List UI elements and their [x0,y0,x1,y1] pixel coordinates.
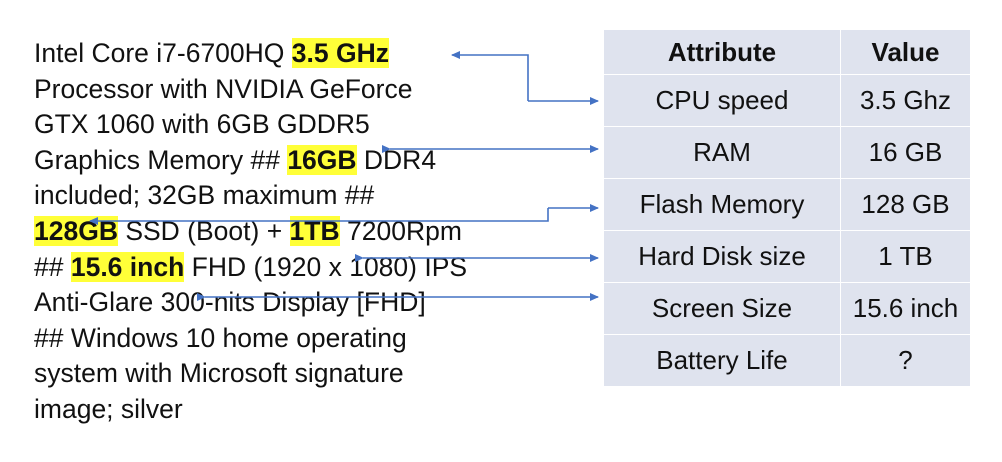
description-line: image; silver [34,392,534,428]
description-text: Processor with NVIDIA GeForce [34,73,413,104]
description-line: ## 15.6 inch FHD (1920 x 1080) IPS [34,250,534,286]
description-line: Processor with NVIDIA GeForce [34,72,534,108]
table-header-row: Attribute Value [603,29,971,75]
value-cell: 128 GB [840,178,971,231]
description-text: FHD (1920 x 1080) IPS [184,251,468,282]
description-text: Intel Core i7-6700HQ [34,38,292,68]
description-text: DDR4 [356,144,437,175]
description-text: SSD (Boot) + [117,215,290,246]
highlighted-value: 3.5 GHz [291,38,389,68]
table-row: Battery Life? [603,334,971,387]
highlighted-value: 1TB [289,215,340,246]
highlighted-value: 15.6 inch [70,251,185,282]
description-text: image; silver [34,393,183,424]
attribute-cell: Battery Life [603,334,841,387]
description-line: Intel Core i7-6700HQ 3.5 GHz [34,36,534,72]
description-text: 7200Rpm [339,215,462,246]
description-line: GTX 1060 with 6GB GDDR5 [34,107,534,143]
description-text: GTX 1060 with 6GB GDDR5 [34,109,370,140]
attribute-cell: Flash Memory [603,178,841,231]
description-line: system with Microsoft signature [34,356,534,392]
description-line: included; 32GB maximum ## [34,178,534,214]
description-text: included; 32GB maximum ## [34,180,375,211]
description-line: 128GB SSD (Boot) + 1TB 7200Rpm [34,214,534,250]
value-cell: 1 TB [840,230,971,283]
attribute-cell: CPU speed [603,74,841,127]
value-cell: ? [840,334,971,387]
value-header: Value [840,29,971,75]
description-line: Anti-Glare 300-nits Display [FHD] [34,285,534,321]
attribute-header: Attribute [603,29,841,75]
description-line: Graphics Memory ## 16GB DDR4 [34,143,534,179]
description-text: Anti-Glare 300-nits Display [FHD] [34,287,426,318]
value-cell: 3.5 Ghz [840,74,971,127]
value-cell: 15.6 inch [840,282,971,335]
highlighted-value: 16GB [287,144,357,175]
description-text: Graphics Memory ## [34,144,288,175]
attribute-cell: RAM [603,126,841,179]
value-cell: 16 GB [840,126,971,179]
attribute-cell: Hard Disk size [603,230,841,283]
highlighted-value: 128GB [34,215,118,246]
attribute-cell: Screen Size [603,282,841,335]
description-text: system with Microsoft signature [34,358,404,389]
description-line: ## Windows 10 home operating [34,321,534,357]
description-text: ## [34,251,71,282]
description-text: ## Windows 10 home operating [34,322,407,353]
